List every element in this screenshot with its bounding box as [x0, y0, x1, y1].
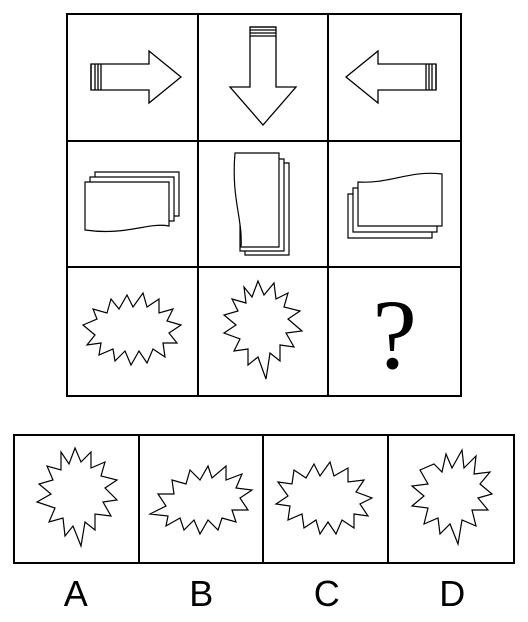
option-label-a[interactable]: A: [63, 573, 88, 614]
arrow-down-icon: [228, 26, 298, 127]
answer-options: [13, 434, 515, 564]
puzzle-cell-r3-c1: [68, 268, 199, 395]
option-labels: A B C D: [13, 574, 515, 614]
option-c[interactable]: [264, 436, 389, 562]
puzzle-cell-r2-c3: [329, 142, 460, 269]
option-a[interactable]: [15, 436, 140, 562]
starburst-icon: [147, 464, 254, 536]
card-stack-wide-icon: [84, 171, 180, 233]
option-b[interactable]: [140, 436, 264, 562]
puzzle-cell-r3-c2: [199, 268, 330, 395]
option-label-c[interactable]: C: [313, 573, 340, 614]
puzzle-cell-r2-c1: [68, 141, 199, 269]
question-mark: ?: [372, 278, 417, 390]
starburst-icon: [82, 291, 183, 367]
card-stack-wide-icon: [347, 172, 443, 239]
arrow-left-icon: [344, 49, 437, 105]
option-label-d[interactable]: D: [439, 573, 466, 614]
puzzle-grid: ?: [66, 13, 462, 397]
card-stack-tall-icon: [233, 152, 290, 256]
option-d[interactable]: [389, 436, 514, 562]
puzzle-cell-r1-c1: [68, 15, 199, 142]
puzzle-cell-r1-c3: [329, 15, 460, 142]
puzzle-cell-r1-c2: [198, 15, 330, 142]
starburst-icon: [35, 446, 119, 549]
option-label-b[interactable]: B: [189, 573, 214, 614]
puzzle-cell-r2-c2: [198, 141, 330, 269]
puzzle-cell-r3-c3: ?: [329, 268, 460, 395]
starburst-icon: [274, 460, 374, 536]
starburst-icon: [222, 279, 304, 379]
arrow-right-icon: [90, 49, 183, 105]
starburst-icon: [410, 448, 494, 547]
